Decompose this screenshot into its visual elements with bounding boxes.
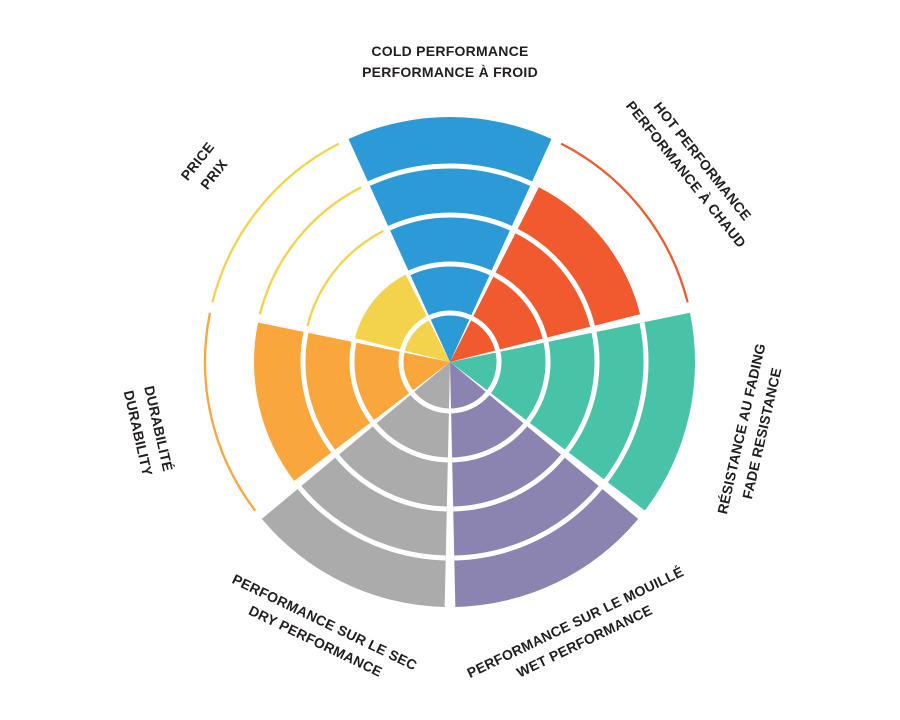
sector-wet — [450, 362, 639, 607]
ring-divider — [428, 310, 472, 320]
ring-divider — [408, 261, 492, 276]
ring-divider — [388, 212, 512, 231]
ring-divider — [525, 341, 551, 423]
ring-divider — [486, 351, 502, 394]
empty-ring-arc-price — [306, 229, 384, 327]
ring-divider — [493, 272, 548, 339]
ring-divider — [453, 454, 565, 512]
ring-divider — [564, 331, 600, 453]
sector-label-cold: COLD PERFORMANCE PERFORMANCE À FROID — [362, 41, 538, 83]
label-line-en: COLD PERFORMANCE — [371, 43, 529, 59]
ring-divider — [335, 454, 447, 512]
ring-divider — [603, 322, 649, 483]
ring-divider — [515, 228, 595, 327]
ring-divider — [454, 485, 603, 561]
empty-ring-arc-price — [211, 142, 340, 303]
ring-divider — [349, 341, 375, 423]
ring-divider — [372, 423, 448, 463]
ring-divider — [400, 316, 429, 351]
sector-dry — [261, 362, 450, 607]
sector-cold — [348, 117, 552, 362]
empty-ring-arc-durability — [203, 312, 257, 512]
sector-price — [354, 274, 450, 362]
ring-divider — [450, 391, 490, 414]
ring-divider — [367, 163, 533, 186]
empty-ring-arc-price — [258, 186, 362, 315]
sector-fade — [450, 312, 696, 511]
ring-divider — [398, 351, 414, 394]
ring-divider — [471, 316, 500, 351]
ring-divider — [452, 423, 528, 463]
ring-divider — [300, 331, 336, 453]
ring-divider — [297, 485, 446, 561]
label-line-fr: PERFORMANCE À FROID — [362, 64, 538, 80]
empty-ring-arc-hot — [560, 142, 689, 303]
ring-divider — [410, 391, 450, 414]
